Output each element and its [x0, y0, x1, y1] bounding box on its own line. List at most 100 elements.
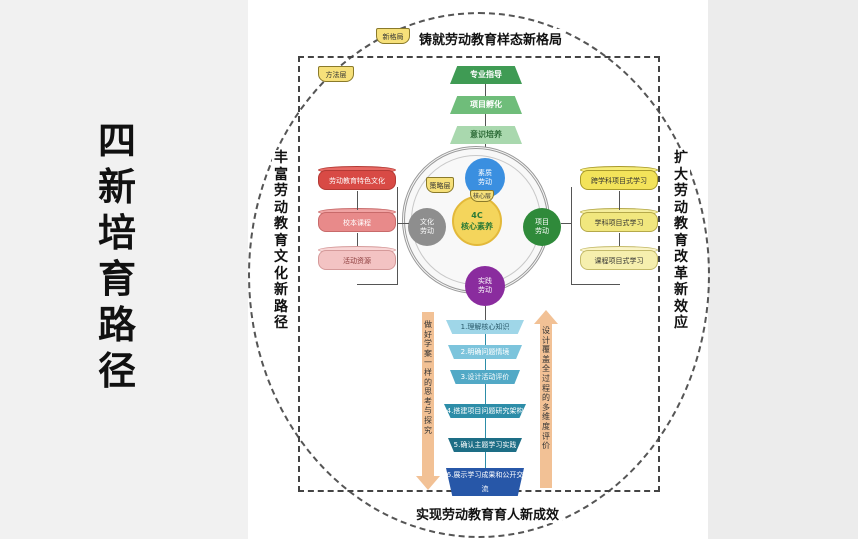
right-process-char: 全	[542, 364, 550, 374]
top-title: 铸就劳动教育样态新格局	[416, 29, 566, 48]
core-label-text: 核心素养	[461, 222, 493, 231]
right-title-char: 效	[674, 298, 688, 315]
right-process-char: 过	[542, 373, 550, 383]
right-title-char: 育	[674, 232, 688, 249]
down-arrow	[416, 312, 440, 490]
stack-connector	[485, 84, 486, 96]
funnel-connector	[485, 384, 486, 404]
outer-layer-flag: 方法层	[318, 66, 354, 82]
left-process-char: 一	[424, 358, 432, 368]
right-title-char: 教	[674, 216, 688, 232]
left-process-char: 案	[424, 348, 432, 358]
left-title-char: 丰	[274, 150, 288, 166]
slide-title-char: 新	[97, 165, 136, 209]
left-title-char: 劳	[274, 183, 288, 199]
left-cylinder-2: 校本课程	[318, 212, 396, 232]
up-arrow	[534, 310, 558, 488]
right-connector	[619, 233, 620, 246]
stack-item-middle: 项目孵化	[450, 96, 522, 114]
left-process-char: 学	[424, 339, 432, 349]
left-title-char: 动	[274, 199, 288, 216]
right-process-char: 设	[542, 326, 550, 335]
left-process-char: 思	[424, 387, 432, 397]
stack-connector	[485, 114, 486, 126]
funnel-connector	[485, 334, 486, 345]
funnel-step-4: 4.搭建项目问题研究架构	[444, 404, 526, 418]
right-title-char: 新	[674, 282, 688, 298]
right-title-char: 应	[674, 315, 688, 331]
right-process-char: 盖	[542, 354, 550, 364]
left-title-char: 路	[274, 298, 288, 315]
right-cylinder-2: 学科项目式学习	[580, 212, 658, 232]
funnel-connector	[485, 359, 486, 370]
left-connector	[357, 233, 358, 246]
left-process-char: 样	[424, 367, 432, 377]
right-cylinder-1: 跨学科项目式学习	[580, 170, 658, 190]
core-label-4c: 4C	[471, 211, 483, 220]
top-layer-flag: 新格局	[376, 28, 410, 44]
right-process-char: 维	[542, 412, 550, 422]
right-cylinder-3: 课程项目式学习	[580, 250, 658, 270]
core-competency: 4C 核心素养	[452, 196, 502, 246]
left-process-char: 做	[424, 320, 432, 329]
right-process-char: 评	[542, 431, 550, 441]
right-title-char: 革	[674, 265, 688, 282]
right-process-char: 度	[542, 421, 550, 431]
left-bracket-bottom	[357, 284, 398, 285]
node-left: 文化 劳动	[408, 208, 446, 246]
right-process-char: 计	[542, 335, 550, 345]
left-cylinder-1: 劳动教育特色文化	[318, 170, 396, 190]
slide-title-char: 育	[97, 257, 136, 301]
left-process-char: 好	[424, 329, 432, 339]
right-title-char: 扩	[674, 150, 688, 166]
left-title-char: 育	[274, 232, 288, 249]
funnel-connector	[485, 306, 486, 320]
right-process-text: 设 计 覆 盖 全 过 程 的 多 维 度 评 价	[540, 326, 552, 451]
right-node-connector	[561, 223, 572, 224]
slide-title: 四 新 培 育 路 径	[92, 118, 142, 394]
right-title-char: 动	[674, 199, 688, 216]
funnel-step-3: 3.设计活动评价	[450, 370, 520, 384]
left-title-char: 径	[274, 315, 288, 331]
slide-title-char: 径	[97, 349, 136, 393]
left-background	[0, 0, 248, 539]
left-process-char: 考	[424, 396, 432, 406]
right-process-char: 价	[542, 441, 550, 451]
funnel-step-2: 2.明确问题情境	[448, 345, 522, 359]
right-background	[708, 0, 858, 539]
left-title-char: 富	[274, 166, 288, 183]
left-connector	[357, 191, 358, 210]
funnel-step-6: 6.展示学习成果和公开交流	[446, 468, 524, 496]
right-connector	[619, 191, 620, 210]
left-process-char: 的	[424, 377, 432, 387]
left-title-char: 新	[274, 282, 288, 298]
right-process-char: 程	[542, 383, 550, 393]
right-process-char: 的	[542, 393, 550, 403]
node-right: 项目 劳动	[523, 208, 561, 246]
right-process-char: 覆	[542, 345, 550, 355]
stack-item-bottom: 意识培养	[450, 126, 522, 144]
right-process-char: 多	[542, 402, 550, 412]
slide-title-char: 四	[97, 119, 136, 163]
left-process-char: 探	[424, 415, 432, 425]
right-title-char: 改	[674, 249, 688, 265]
right-bracket-bottom	[571, 284, 620, 285]
right-side-title: 扩 大 劳 动 教 育 改 革 新 效 应	[672, 150, 690, 332]
bottom-title: 实现劳动教育育人新成效	[413, 504, 563, 523]
funnel-step-1: 1.理解核心知识	[446, 320, 524, 334]
stack-item-top: 专业指导	[450, 66, 522, 84]
middle-layer-flag: 策略层	[426, 177, 454, 193]
funnel-connector	[485, 418, 486, 438]
outer-dashed-ellipse	[248, 12, 710, 538]
slide-title-char: 培	[97, 211, 136, 255]
left-process-text: 做 好 学 案 一 样 的 思 考 与 探 究	[422, 320, 434, 435]
right-bracket	[571, 187, 572, 284]
funnel-connector	[485, 452, 486, 468]
left-bracket	[397, 187, 398, 284]
left-title-char: 化	[274, 265, 288, 282]
right-title-char: 大	[674, 166, 688, 183]
left-process-char: 与	[424, 406, 432, 416]
slide-title-char: 路	[97, 303, 136, 347]
left-process-char: 究	[424, 425, 432, 435]
node-bottom: 实践 劳动	[465, 266, 505, 306]
